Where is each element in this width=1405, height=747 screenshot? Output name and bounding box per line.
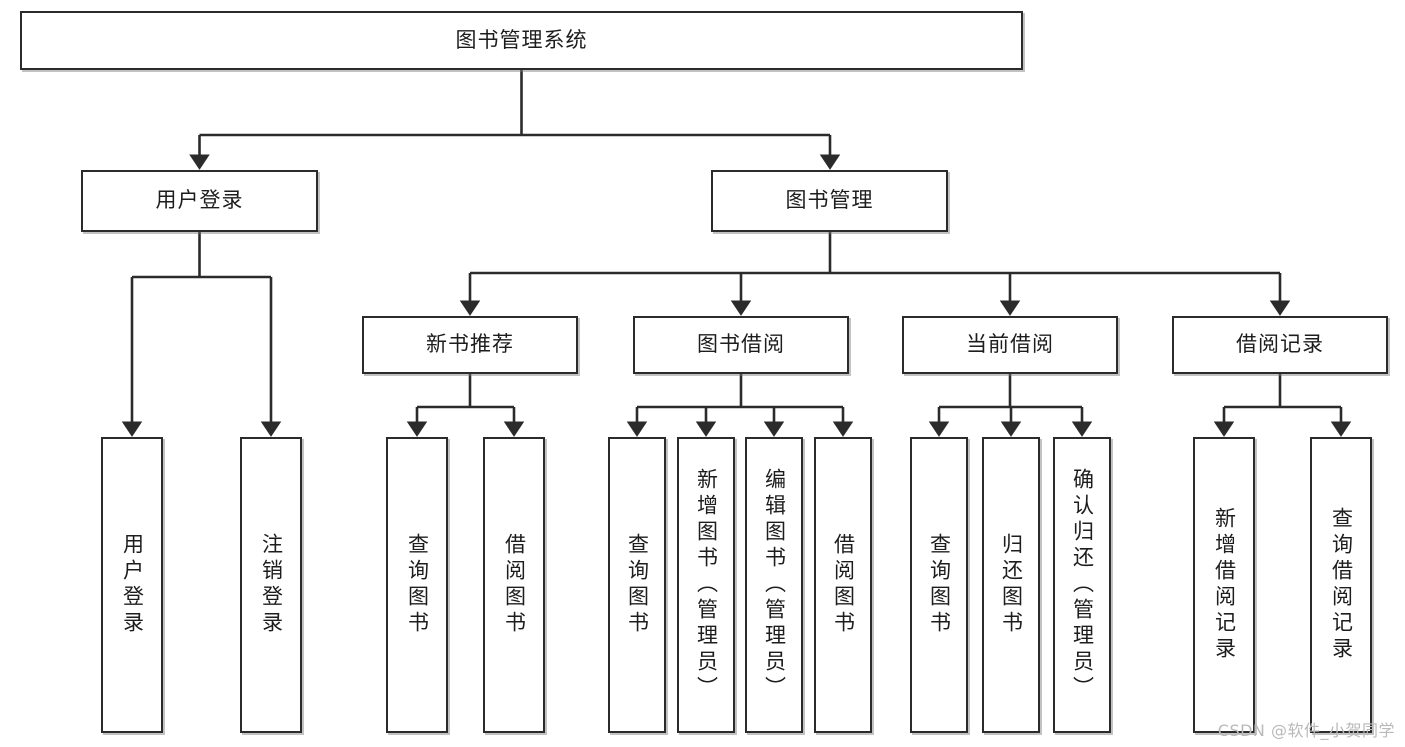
node-leaf-user-login[interactable]: 用户登录 xyxy=(101,437,163,733)
node-root[interactable]: 图书管理系统 xyxy=(20,11,1023,70)
node-leaf-add-book-admin[interactable]: 新增图书（管理员） xyxy=(677,437,735,733)
node-leaf-query-borrow-record-label: 查询借阅记录 xyxy=(1329,507,1354,663)
node-leaf-user-login-label: 用户登录 xyxy=(120,533,145,637)
node-leaf-borrow-book-recommend-label: 借阅图书 xyxy=(502,533,527,637)
node-book-borrow-label: 图书借阅 xyxy=(697,332,785,357)
node-borrow-record-label: 借阅记录 xyxy=(1236,332,1324,357)
node-book-management[interactable]: 图书管理 xyxy=(711,170,948,232)
node-borrow-record[interactable]: 借阅记录 xyxy=(1172,316,1388,374)
node-leaf-query-book-current-label: 查询图书 xyxy=(927,533,952,637)
node-leaf-add-borrow-record-label: 新增借阅记录 xyxy=(1212,507,1237,663)
node-leaf-borrow-book-label: 借阅图书 xyxy=(831,533,856,637)
node-leaf-edit-book-admin[interactable]: 编辑图书（管理员） xyxy=(745,437,803,733)
node-leaf-query-book-borrow[interactable]: 查询图书 xyxy=(608,437,666,733)
node-leaf-query-book-current[interactable]: 查询图书 xyxy=(910,437,968,733)
node-new-book-recommend-label: 新书推荐 xyxy=(426,332,514,357)
node-leaf-query-book-recommend[interactable]: 查询图书 xyxy=(386,437,448,733)
node-root-label: 图书管理系统 xyxy=(455,27,588,52)
node-leaf-return-book-label: 归还图书 xyxy=(999,533,1024,637)
node-leaf-add-book-admin-label: 新增图书（管理员） xyxy=(694,468,719,702)
node-leaf-query-book-borrow-label: 查询图书 xyxy=(625,533,650,637)
node-user-login-label: 用户登录 xyxy=(155,188,244,213)
node-leaf-confirm-return-admin[interactable]: 确认归还（管理员） xyxy=(1053,437,1111,733)
node-leaf-logout-login[interactable]: 注销登录 xyxy=(240,437,302,733)
node-current-borrow-label: 当前借阅 xyxy=(966,332,1054,357)
node-leaf-return-book[interactable]: 归还图书 xyxy=(982,437,1040,733)
node-book-management-label: 图书管理 xyxy=(785,188,874,213)
node-leaf-query-borrow-record[interactable]: 查询借阅记录 xyxy=(1310,437,1372,733)
watermark: CSDN @软件_小贺同学 xyxy=(1217,721,1395,740)
node-new-book-recommend[interactable]: 新书推荐 xyxy=(362,316,578,374)
node-leaf-query-book-recommend-label: 查询图书 xyxy=(405,533,430,637)
node-book-borrow[interactable]: 图书借阅 xyxy=(633,316,849,374)
node-leaf-add-borrow-record[interactable]: 新增借阅记录 xyxy=(1193,437,1255,733)
node-leaf-borrow-book[interactable]: 借阅图书 xyxy=(814,437,872,733)
node-leaf-edit-book-admin-label: 编辑图书（管理员） xyxy=(762,468,787,702)
node-leaf-confirm-return-admin-label: 确认归还（管理员） xyxy=(1070,468,1095,702)
node-leaf-borrow-book-recommend[interactable]: 借阅图书 xyxy=(483,437,545,733)
node-user-login[interactable]: 用户登录 xyxy=(81,170,318,232)
node-current-borrow[interactable]: 当前借阅 xyxy=(902,316,1118,374)
node-leaf-logout-login-label: 注销登录 xyxy=(259,533,284,637)
